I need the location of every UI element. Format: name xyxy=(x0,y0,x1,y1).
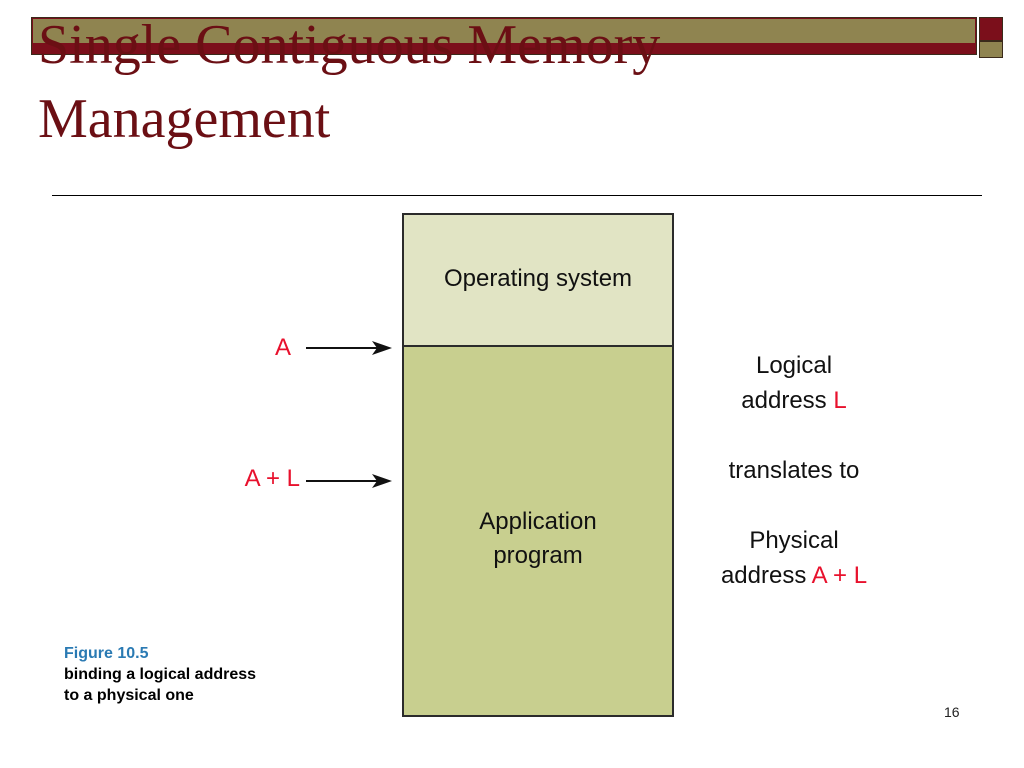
pointer-al-label: A + L xyxy=(244,465,300,492)
app-label-line2: program xyxy=(493,542,583,569)
title-divider xyxy=(52,195,982,196)
physical-address-text: Physical address A + L xyxy=(664,523,924,593)
translates-to-text: translates to xyxy=(728,457,860,484)
logical-variable: L xyxy=(833,387,847,414)
corner-square-decoration xyxy=(979,17,1003,41)
slide-title-line1: Single Contiguous Memory xyxy=(38,14,661,76)
pointer-al-arrow-icon xyxy=(306,474,392,488)
figure-caption: Figure 10.5 binding a logical address to… xyxy=(64,643,256,706)
os-region: Operating system xyxy=(404,215,672,347)
logical-line2-prefix: address xyxy=(741,387,827,414)
pointer-a-arrow-icon xyxy=(306,341,392,355)
os-region-label: Operating system xyxy=(443,265,633,292)
physical-line2-prefix: address xyxy=(720,562,807,589)
figure-number: Figure 10.5 xyxy=(64,645,149,662)
caption-line1: binding a logical address xyxy=(64,666,257,683)
physical-variable: A + L xyxy=(811,562,868,589)
slide-title-line2: Management xyxy=(38,88,331,150)
memory-diagram: Operating system Application program xyxy=(402,213,674,717)
logical-line1: Logical xyxy=(755,352,833,379)
physical-line1: Physical xyxy=(749,527,839,554)
page-number: 16 xyxy=(944,704,960,720)
pointer-a-label: A xyxy=(274,334,291,361)
title-bar-stripe xyxy=(33,19,975,43)
app-label-line1: Application xyxy=(479,508,597,535)
caption-line2: to a physical one xyxy=(64,687,194,704)
app-region-label: Application program xyxy=(404,505,672,573)
corner-square-decoration-lower xyxy=(979,41,1003,58)
logical-address-text: Logical address L xyxy=(664,348,924,418)
